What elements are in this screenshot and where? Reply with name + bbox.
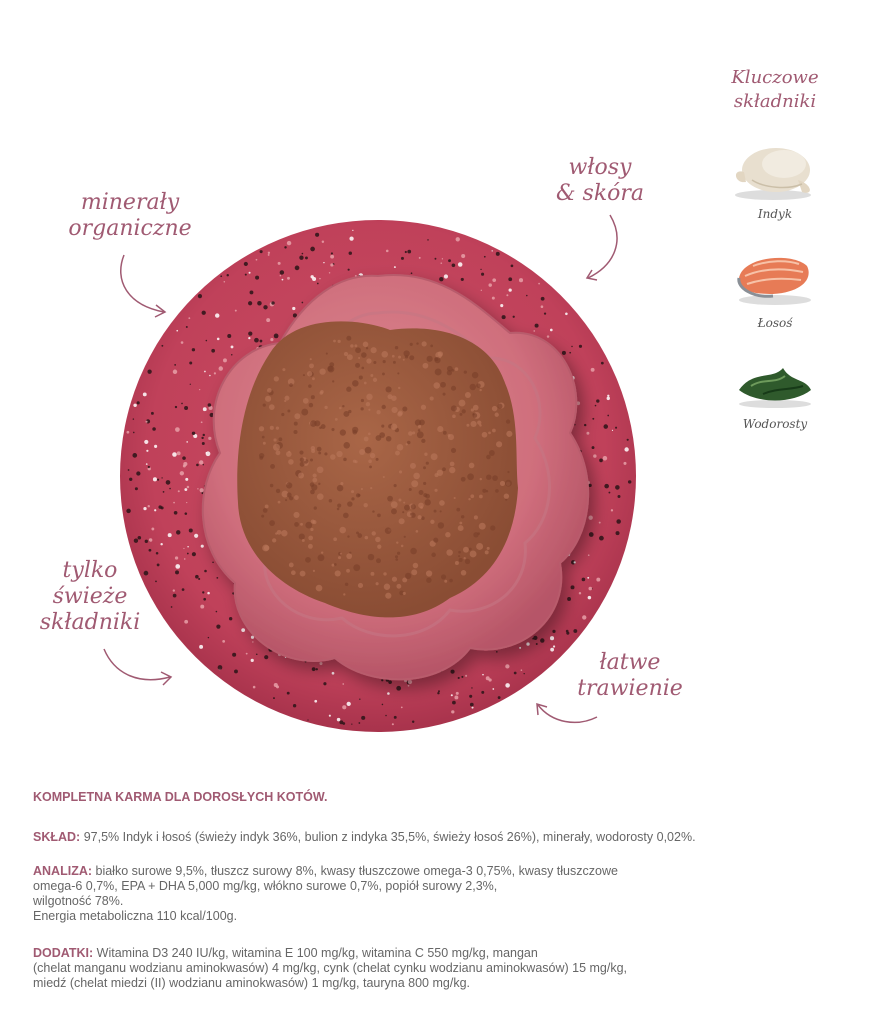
food-texture bbox=[258, 335, 513, 599]
ingredient-label-salmon: Łosoś bbox=[757, 316, 793, 330]
arrow-fresh-icon bbox=[103, 648, 173, 686]
additives-section: DODATKI: Witamina D3 240 IU/kg, witamina… bbox=[33, 946, 833, 991]
key-ingredients-title-line1: Kluczowe bbox=[731, 67, 819, 88]
analysis-line-2: omega-6 0,7%, EPA + DHA 5,000 mg/kg, włó… bbox=[33, 879, 498, 893]
composition-text: 97,5% Indyk i łosoś (świeży indyk 36%, b… bbox=[80, 830, 696, 844]
callout-hair-skin-line1: włosy bbox=[568, 155, 632, 180]
product-heading: KOMPLETNA KARMA DLA DOROSŁYCH KOTÓW. bbox=[33, 790, 328, 804]
analysis-line-4: Energia metaboliczna 110 kcal/100g. bbox=[33, 909, 238, 923]
arrow-digestion-icon bbox=[536, 702, 598, 724]
callout-digestion-line1: łatwe bbox=[599, 650, 661, 675]
callout-hair-skin: włosy & skóra bbox=[545, 155, 655, 207]
key-ingredients-title-line2: składniki bbox=[733, 91, 817, 112]
ingredient-label-seaweed: Wodorosty bbox=[742, 417, 808, 431]
analysis-line-3: wilgotność 78%. bbox=[33, 894, 124, 908]
callout-fresh-line3: składniki bbox=[39, 610, 141, 635]
analysis-text-1: białko surowe 9,5%, tłuszcz surowy 8%, k… bbox=[92, 864, 618, 878]
composition-section: SKŁAD: 97,5% Indyk i łosoś (świeży indyk… bbox=[33, 830, 833, 845]
callout-fresh: tylko świeże składniki bbox=[25, 558, 155, 636]
callout-fresh-line1: tylko bbox=[62, 558, 118, 583]
analysis-section: ANALIZA: białko surowe 9,5%, tłuszcz sur… bbox=[33, 864, 833, 924]
additives-line-3: miedź (chelat miedzi (II) wodzianu amino… bbox=[33, 976, 470, 990]
additives-line-1: DODATKI: Witamina D3 240 IU/kg, witamina… bbox=[33, 946, 833, 961]
arrow-minerals-icon bbox=[120, 254, 167, 318]
ingredient-label-turkey: Indyk bbox=[757, 207, 793, 221]
callout-digestion-line2: trawienie bbox=[577, 676, 683, 701]
callout-minerals-line1: minerały bbox=[80, 190, 180, 215]
salmon-icon bbox=[737, 257, 811, 305]
callout-minerals: minerały organiczne bbox=[60, 190, 200, 242]
callout-fresh-line2: świeże bbox=[52, 584, 128, 609]
additives-line-2: (chelat manganu wodzianu aminokwasów) 4 … bbox=[33, 961, 628, 975]
callout-hair-skin-line2: & skóra bbox=[555, 181, 645, 206]
callout-minerals-line2: organiczne bbox=[68, 216, 192, 241]
callout-digestion: łatwe trawienie bbox=[565, 650, 695, 702]
analysis-line-1: ANALIZA: białko surowe 9,5%, tłuszcz sur… bbox=[33, 864, 833, 879]
seaweed-icon bbox=[739, 368, 811, 408]
additives-key: DODATKI: bbox=[33, 946, 94, 960]
arrow-hair-skin-icon bbox=[585, 214, 618, 281]
key-ingredients-title: Kluczowe składniki bbox=[705, 66, 845, 114]
analysis-key: ANALIZA: bbox=[33, 864, 93, 878]
composition-key: SKŁAD: bbox=[33, 830, 81, 844]
plate-image bbox=[120, 220, 636, 732]
turkey-icon bbox=[735, 148, 811, 200]
additives-text-1: Witamina D3 240 IU/kg, witamina E 100 mg… bbox=[93, 946, 538, 960]
